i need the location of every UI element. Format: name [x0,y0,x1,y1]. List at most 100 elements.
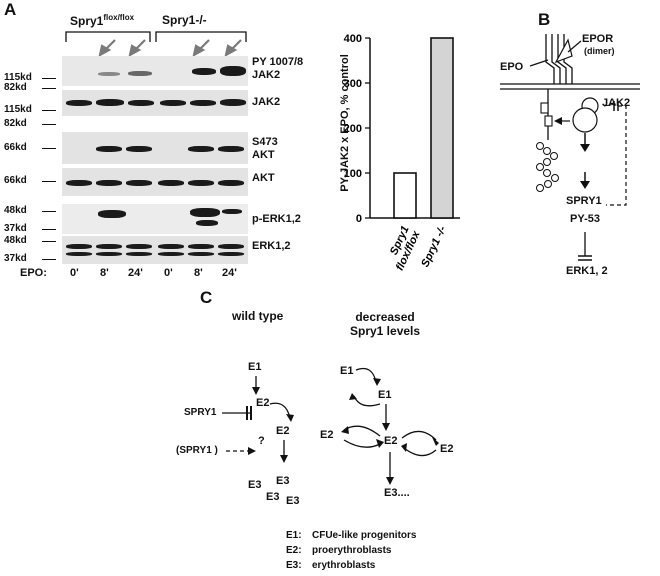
spry1-paren: (SPRY1 ) [176,445,218,456]
band [126,180,152,186]
mw-marker: 66kd [4,142,27,153]
timepoint-label: 24' [128,267,143,279]
decreased-line2: Spry1 levels [350,324,421,339]
blot-label-line1: S473 [252,136,278,148]
wt-e1: E1 [248,361,262,373]
legend-text: erythroblasts [312,560,376,571]
dec-e3: E3.... [384,487,410,499]
wt-e3-c: E3 [266,491,280,503]
blot-erk [62,236,248,264]
blot-label-akt: AKT [252,172,275,185]
band [158,244,184,249]
band [66,252,92,256]
band [188,146,214,152]
band [126,146,152,152]
y-tick-label: 0 [356,213,362,225]
dec-e2-right: E2 [440,443,454,455]
band [66,100,92,106]
mw-tick [42,88,56,89]
mw-marker: 37kd [4,223,27,234]
epo-row-label: EPO: [20,267,47,279]
mw-tick [42,211,56,212]
band [218,252,244,256]
band [66,244,92,249]
band [188,244,214,249]
panel-label-b: B [538,10,551,29]
mw-tick [42,110,56,111]
group-label-ko: Spry1-/- [162,13,207,27]
blot-label-line1: p-ERK1,2 [252,213,301,225]
bar [430,37,454,219]
legend-row: E1: CFUe-like progenitors [286,528,416,543]
spry1-label: SPRY1 [566,195,602,207]
band [188,180,214,186]
bar [393,172,417,219]
legend-key: E1: [286,530,302,541]
epo-label: EPO [500,61,524,73]
blot-akt [62,168,248,196]
legend-row: E2:proerythroblasts [286,543,416,558]
wt-e3-a: E3 [248,479,262,491]
epor-label: EPOR [582,33,614,45]
blot-label-line1: JAK2 [252,96,281,108]
timepoint-label: 8' [194,267,203,279]
jak2-label: JAK2 [602,97,631,109]
band [188,252,214,256]
band [96,180,122,186]
legend-key: E2: [286,545,302,556]
band [128,71,152,76]
py53-label: PY-53 [570,213,600,225]
blot-label-jak2: JAK2 [252,96,280,109]
mw-marker: 66kd [4,175,27,186]
group-label-flox-sup: flox/flox [103,13,135,22]
blot-label-py-jak2: PY 1007/8 JAK2 [252,56,303,81]
mw-tick [42,78,56,79]
blot-label-perk: p-ERK1,2 [252,213,301,226]
timepoint-label: 8' [100,267,109,279]
band [196,220,218,226]
legend: E1: CFUe-like progenitors E2:proerythrobl… [286,528,416,573]
band [96,146,122,152]
band [190,208,220,217]
mw-marker: 82kd [4,118,27,129]
legend-key: E3: [286,560,302,571]
blot-py-jak2 [62,56,248,86]
decreased-heading: decreased Spry1 levels [350,310,420,339]
erk-label: ERK1, 2 [566,265,608,277]
band [158,180,184,186]
panel-label-c: C [200,288,213,307]
wild-type-heading: wild type [232,309,284,323]
band [158,252,184,256]
wt-e3-d: E3 [286,495,300,507]
blot-label-line1: AKT [252,172,275,184]
mw-marker: 48kd [4,235,27,246]
legend-row: E3: erythroblasts [286,558,416,573]
wt-e3-b: E3 [276,475,290,487]
decreased-line1: decreased [355,310,415,324]
band [222,209,242,214]
dec-e1: E1 [378,389,392,401]
band [66,180,92,186]
mw-marker: 115kd [4,104,32,115]
band [126,244,152,249]
y-tick-label: 400 [344,33,362,45]
mw-tick [42,148,56,149]
blot-perk [62,204,248,234]
mw-tick [42,181,56,182]
band [218,146,244,152]
band [160,100,186,106]
blot-label-erk: ERK1,2 [252,240,291,253]
band [96,252,122,256]
spry1-inhibitor: SPRY1 [184,407,217,418]
y-tick-label: 100 [344,168,362,180]
group-label-flox-main: Spry1 [70,14,104,28]
band [128,100,154,106]
legend-text: CFUe-like progenitors [312,530,417,541]
blot-label-pakt: S473 AKT [252,136,278,161]
y-tick-label: 200 [344,123,362,135]
mw-tick [42,229,56,230]
dec-e1-left: E1 [340,365,354,377]
